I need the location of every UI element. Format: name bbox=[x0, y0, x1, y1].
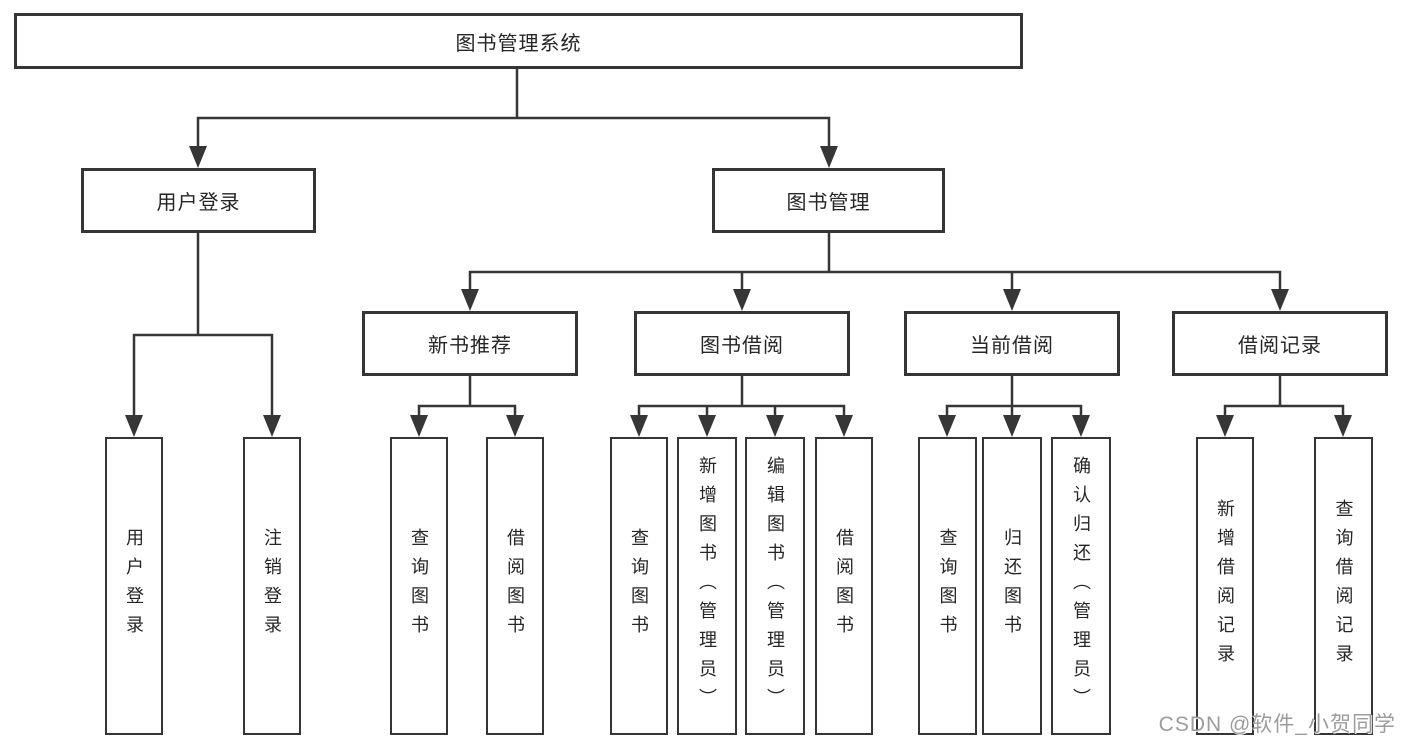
leaf-borrow-books-recommend: 借阅图书 bbox=[486, 437, 544, 735]
leaf-query-books-recommend: 查询图书 bbox=[390, 437, 448, 735]
node-book-borrowing: 图书借阅 bbox=[634, 311, 850, 376]
node-library-management-system: 图书管理系统 bbox=[14, 13, 1023, 69]
leaf-query-books-current: 查询图书 bbox=[918, 437, 977, 735]
node-label: 新增图书（管理员） bbox=[697, 455, 717, 717]
node-label: 查询图书 bbox=[629, 528, 649, 644]
leaf-borrow-books-borrowing: 借阅图书 bbox=[815, 437, 873, 735]
node-label: 图书管理系统 bbox=[455, 32, 582, 55]
node-label: 借阅记录 bbox=[1238, 335, 1322, 357]
arrowhead-icons bbox=[125, 146, 1352, 437]
node-label: 注销登录 bbox=[262, 528, 282, 644]
node-label: 新书推荐 bbox=[428, 335, 512, 357]
leaf-add-books-admin: 新增图书（管理员） bbox=[677, 437, 737, 735]
node-new-book-recommendation: 新书推荐 bbox=[362, 311, 578, 376]
leaf-query-books-borrowing: 查询图书 bbox=[610, 437, 668, 735]
watermark: CSDN @软件_小贺同学 bbox=[1158, 713, 1396, 736]
node-label: 用户登录 bbox=[124, 528, 144, 644]
node-label: 新增借阅记录 bbox=[1215, 499, 1235, 673]
node-current-borrowing: 当前借阅 bbox=[904, 311, 1120, 376]
node-label: 确认归还（管理员） bbox=[1071, 455, 1091, 717]
leaf-add-borrow-record: 新增借阅记录 bbox=[1196, 437, 1254, 735]
leaf-logout: 注销登录 bbox=[243, 437, 301, 735]
node-label: 归还图书 bbox=[1002, 528, 1022, 644]
node-label: 借阅图书 bbox=[834, 528, 854, 644]
leaf-confirm-return-admin: 确认归还（管理员） bbox=[1051, 437, 1111, 735]
node-book-management: 图书管理 bbox=[712, 168, 945, 233]
node-label: 借阅图书 bbox=[505, 528, 525, 644]
node-label: 编辑图书（管理员） bbox=[765, 455, 785, 717]
leaf-return-books: 归还图书 bbox=[982, 437, 1042, 735]
node-borrowing-records: 借阅记录 bbox=[1172, 311, 1388, 376]
leaf-user-login: 用户登录 bbox=[105, 437, 163, 735]
node-label: 图书管理 bbox=[786, 192, 871, 214]
node-label: 图书借阅 bbox=[700, 335, 784, 357]
connector-lines bbox=[132, 69, 1345, 418]
node-label: 查询图书 bbox=[409, 528, 429, 644]
node-label: 查询图书 bbox=[937, 528, 958, 644]
node-label: 当前借阅 bbox=[970, 335, 1054, 357]
leaf-query-borrow-record: 查询借阅记录 bbox=[1314, 437, 1373, 735]
node-label: 查询借阅记录 bbox=[1333, 499, 1354, 673]
node-label: 用户登录 bbox=[156, 192, 241, 214]
node-user-login: 用户登录 bbox=[81, 168, 316, 233]
leaf-edit-books-admin: 编辑图书（管理员） bbox=[745, 437, 805, 735]
